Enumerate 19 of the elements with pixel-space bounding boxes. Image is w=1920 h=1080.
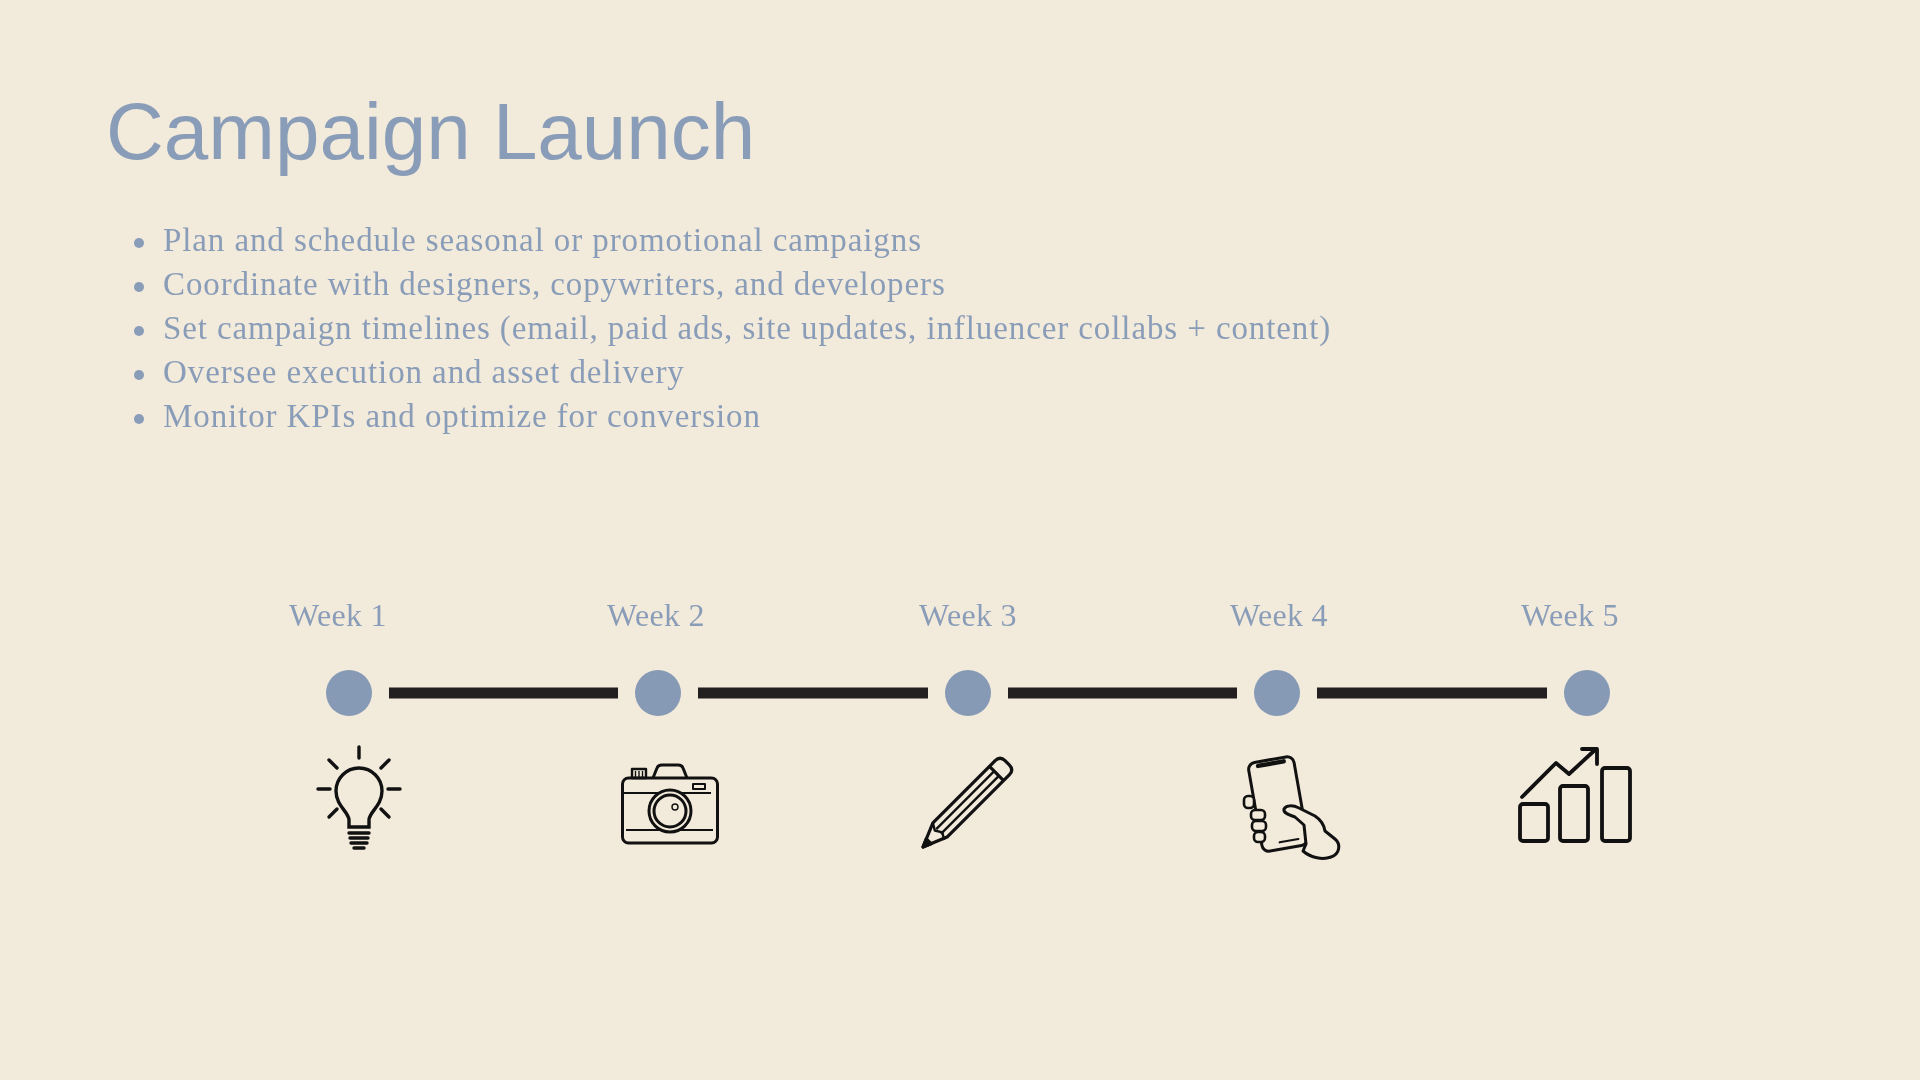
bullet-text: Plan and schedule seasonal or promotional campaigns [163, 221, 922, 260]
week-label: Week 2 [606, 596, 706, 635]
timeline-dot [945, 670, 991, 716]
timeline-dot [326, 670, 372, 716]
bullet-text: Set campaign timelines (email, paid ads, site updates, influencer collabs + content) [163, 309, 1332, 348]
timeline-connector [389, 687, 618, 699]
timeline-connector [698, 687, 928, 699]
week-label: Week 5 [1520, 596, 1620, 635]
week-label: Week 3 [918, 596, 1018, 635]
bullet-text: Monitor KPIs and optimize for conversion [163, 397, 761, 436]
timeline-connector [1317, 687, 1547, 699]
bullet-text: Oversee execution and asset delivery [163, 353, 685, 392]
timeline-dot [1254, 670, 1300, 716]
bullet-text: Coordinate with designers, copywriters, and developers [163, 265, 946, 304]
timeline-dot [635, 670, 681, 716]
timeline-dot [1564, 670, 1610, 716]
week-label: Week 1 [288, 596, 388, 635]
week-label: Week 4 [1229, 596, 1329, 635]
timeline-connector [1008, 687, 1237, 699]
